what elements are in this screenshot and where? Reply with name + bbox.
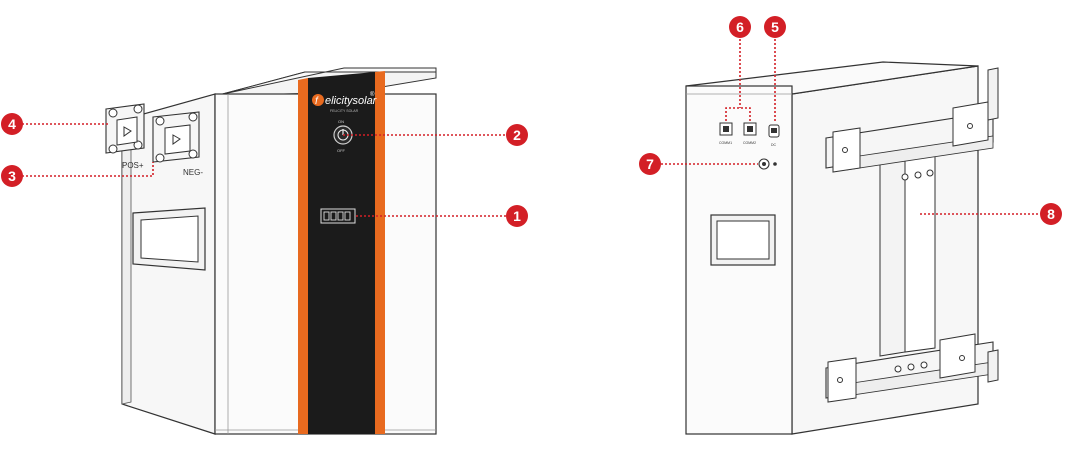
positive-terminal[interactable] <box>105 103 145 154</box>
switch-on-label: ON <box>338 119 344 124</box>
front-leader-lines <box>22 123 506 217</box>
dry-contact[interactable] <box>758 158 777 170</box>
logo-initial: f <box>315 96 319 107</box>
comm2-port[interactable] <box>743 122 757 136</box>
accent-stripe-right <box>375 71 385 434</box>
usb-port[interactable] <box>768 124 780 138</box>
svg-text:2: 2 <box>513 127 521 143</box>
accent-stripe-left <box>298 78 308 434</box>
soc-display <box>320 208 356 224</box>
callout-badge-7: 7 <box>639 153 661 175</box>
logo-registered: ® <box>370 91 375 98</box>
svg-text:4: 4 <box>8 116 16 132</box>
switch-off-label: OFF <box>337 148 346 153</box>
callout-badge-8: 8 <box>1040 203 1062 225</box>
callout-badge-2: 2 <box>506 124 528 146</box>
logo-text: elicitysolar <box>325 95 378 107</box>
svg-text:7: 7 <box>646 156 654 172</box>
terminal-pos-label: POS+ <box>122 161 144 170</box>
callout-badge-1: 1 <box>506 205 528 227</box>
port-usb-label: DC <box>771 143 777 147</box>
svg-text:1: 1 <box>513 208 521 224</box>
port-com1-label: COMM1 <box>719 141 732 145</box>
logo-subtitle: FELICITY SOLAR <box>330 109 359 113</box>
logo-mark <box>312 94 324 106</box>
callout-badge-5: 5 <box>764 16 786 38</box>
callout-badge-6: 6 <box>729 16 751 38</box>
comm1-port[interactable] <box>719 122 733 136</box>
port-com2-label: COMM2 <box>743 141 756 145</box>
rear-view: COMM1 COMM2 DC <box>639 16 1062 435</box>
front-view: f elicitysolar ® FELICITY SOLAR ON OFF <box>1 67 528 435</box>
svg-text:3: 3 <box>8 168 16 184</box>
negative-terminal[interactable] <box>152 111 200 163</box>
terminal-neg-label: NEG- <box>183 168 203 177</box>
wall-mount-bracket <box>825 67 999 403</box>
black-panel <box>308 72 375 434</box>
svg-text:8: 8 <box>1047 206 1055 222</box>
svg-text:6: 6 <box>736 19 744 35</box>
callout-badge-3: 3 <box>1 165 23 187</box>
callout-badge-4: 4 <box>1 113 23 135</box>
front-handle <box>132 207 206 271</box>
rear-leader-lines <box>661 39 1040 215</box>
rear-handle <box>710 214 776 266</box>
svg-text:5: 5 <box>771 19 779 35</box>
